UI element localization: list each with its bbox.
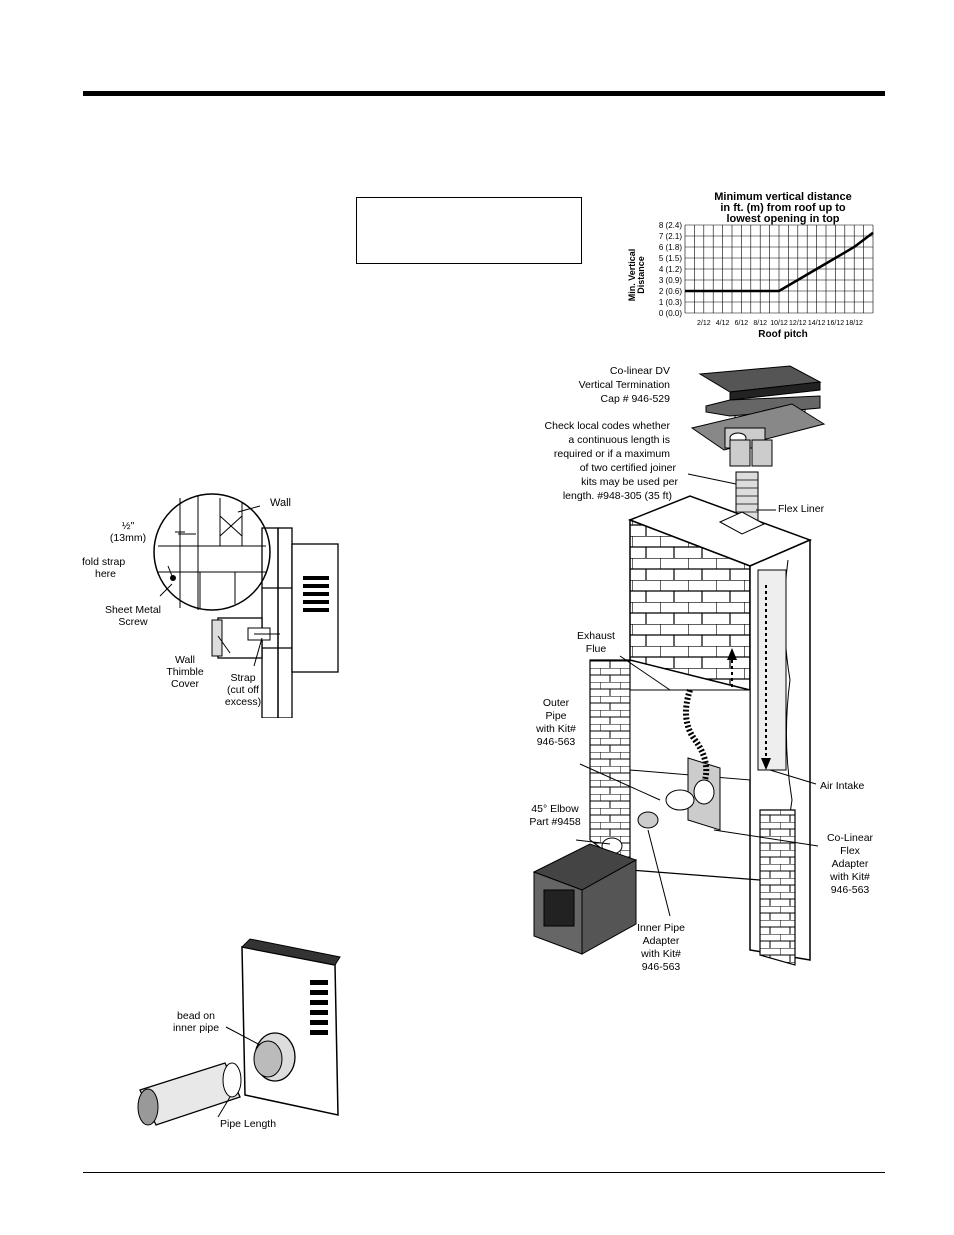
label-cap-2: Vertical Termination	[578, 379, 670, 391]
chart-y-tick-label: 2 (0.6)	[659, 287, 682, 296]
label-strap-1: Strap	[230, 672, 256, 684]
chart-x-tick-label: 6/12	[735, 320, 749, 327]
pipe-length-diagram	[137, 938, 341, 1126]
chart-x-tick-label: 4/12	[716, 320, 730, 327]
label-elbow-1: 45° Elbow	[531, 803, 579, 815]
label-pipe-length: Pipe Length	[220, 1118, 277, 1130]
label-screw-1: Sheet Metal	[104, 604, 162, 616]
bottom-rule	[83, 1172, 885, 1173]
label-inner-adapter-1: Inner Pipe	[637, 922, 685, 934]
label-outer-pipe-1: Outer	[542, 697, 570, 709]
label-inner-adapter-3: with Kit#	[641, 948, 681, 960]
label-elbow-2: Part #9458	[529, 816, 581, 828]
label-bead-1: bead on	[177, 1010, 215, 1022]
chart-series-line	[685, 231, 874, 293]
chart-y-tick-label: 7 (2.1)	[659, 232, 682, 241]
label-codes-1: Check local codes whether	[544, 420, 670, 432]
label-thimble-1: Wall	[174, 654, 196, 666]
label-cap-3: Cap # 946-529	[600, 393, 670, 405]
label-exhaust-2: Flue	[585, 643, 607, 655]
chart-title-line-2: in ft. (m) from roof up to	[720, 202, 846, 214]
chart-x-tick-label: 16/12	[827, 320, 845, 327]
label-strap-3: excess)	[224, 696, 262, 708]
chart-y-ticks: 0 (0.0) 1 (0.3) 2 (0.6) 3 (0.9) 4 (1.2) 5 (1.…	[659, 221, 682, 318]
wall-thimble-diagram	[153, 493, 339, 718]
chart-x-label: Roof pitch	[758, 329, 807, 340]
chart-title-line-3: lowest opening in top	[726, 213, 839, 225]
label-adapter-4: with Kit#	[830, 871, 870, 883]
chart-y-tick-label: 0 (0.0)	[659, 309, 682, 318]
label-inner-adapter-4: 946-563	[641, 961, 681, 973]
label-fold-strap-1: fold strap	[82, 556, 126, 568]
chart-y-tick-label: 4 (1.2)	[659, 265, 682, 274]
label-flex-liner: Flex Liner	[778, 503, 825, 515]
top-rule	[83, 91, 885, 96]
label-adapter-5: 946-563	[830, 884, 870, 896]
label-cap-1: Co-linear DV	[609, 365, 670, 377]
label-adapter-1: Co-Linear	[826, 832, 874, 844]
chart-y-tick-label: 3 (0.9)	[659, 276, 682, 285]
chart-x-tick-label: 18/12	[845, 320, 863, 327]
chimney-diagram	[532, 365, 826, 966]
label-bead-2: inner pipe	[172, 1022, 220, 1034]
label-outer-pipe-4: 946-563	[536, 736, 576, 748]
label-codes-6: length. #948-305 (35 ft)	[562, 490, 672, 502]
chart-y-label-2: Distance	[636, 256, 646, 294]
label-thimble-2: Thimble	[166, 666, 204, 678]
chart-grid	[684, 224, 874, 314]
label-codes-3: required or if a maximum	[553, 448, 670, 460]
label-inner-adapter-2: Adapter	[642, 935, 680, 947]
label-exhaust-1: Exhaust	[577, 630, 615, 642]
chart-x-tick-label: 12/12	[789, 320, 807, 327]
blank-note-box	[356, 197, 582, 264]
label-13mm: (13mm)	[109, 532, 147, 544]
chart-x-tick-label: 10/12	[770, 320, 788, 327]
roof-pitch-chart: Minimum vertical distance in ft. (m) fro…	[627, 191, 874, 340]
label-outer-pipe-2: Pipe	[545, 710, 567, 722]
label-wall: Wall	[270, 497, 291, 509]
chart-y-tick-label: 5 (1.5)	[659, 254, 682, 263]
label-air-intake: Air Intake	[820, 780, 865, 792]
chart-y-tick-label: 8 (2.4)	[659, 221, 682, 230]
label-thimble-3: Cover	[170, 678, 199, 690]
label-adapter-2: Flex	[840, 845, 860, 857]
chart-y-label-1: Min. Vertical	[627, 249, 637, 302]
chart-x-tick-label: 2/12	[697, 320, 711, 327]
chart-x-tick-label: 8/12	[753, 320, 767, 327]
label-half-inch: ½"	[121, 520, 135, 532]
label-outer-pipe-3: with Kit#	[536, 723, 576, 735]
label-codes-2: a continuous length is	[568, 434, 670, 446]
label-codes-4: of two certified joiner	[579, 462, 676, 474]
label-adapter-3: Adapter	[831, 858, 869, 870]
chart-x-tick-label: 14/12	[808, 320, 826, 327]
chart-y-tick-label: 1 (0.3)	[659, 298, 682, 307]
label-codes-5: kits may be used per	[581, 476, 678, 488]
chart-y-tick-label: 6 (1.8)	[659, 243, 682, 252]
chart-title-line-1: Minimum vertical distance	[714, 191, 852, 203]
label-screw-2: Screw	[118, 616, 148, 628]
label-strap-2: (cut off	[227, 684, 259, 696]
label-fold-strap-2: here	[95, 568, 117, 580]
